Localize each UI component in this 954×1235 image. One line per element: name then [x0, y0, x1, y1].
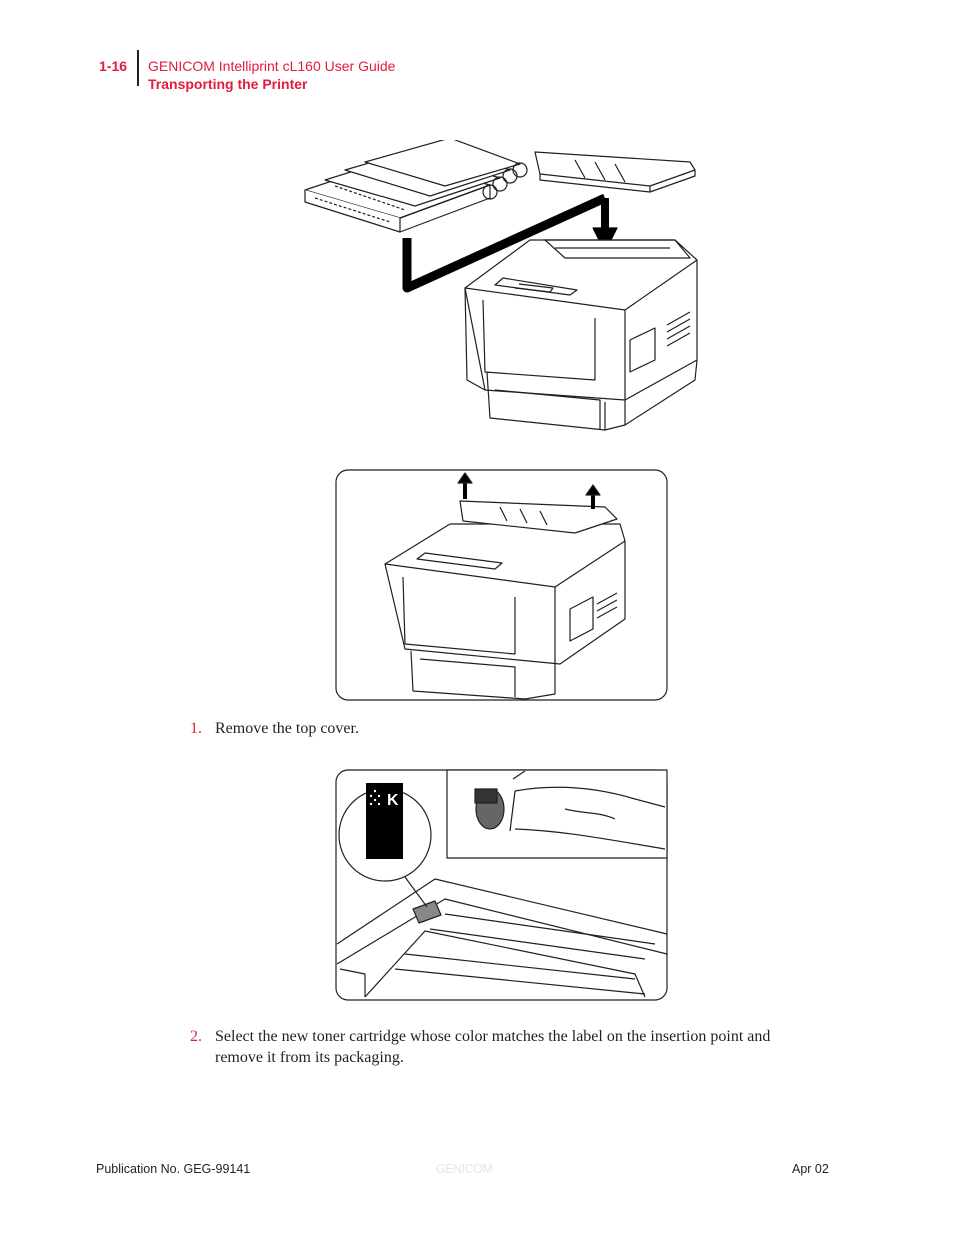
- printer-illustration: [464, 239, 698, 431]
- footer-watermark: GENICOM: [436, 1162, 493, 1176]
- step-2-text: Select the new toner cartridge whose col…: [215, 1028, 771, 1066]
- publication-number: Publication No. GEG-99141: [96, 1162, 251, 1176]
- step-1-number: 1.: [190, 720, 202, 737]
- step-1-text: Remove the top cover.: [215, 720, 359, 737]
- step-2-number: 2.: [190, 1028, 202, 1045]
- figure-printer-with-cartridges: [304, 140, 698, 431]
- figure-remove-top-cover: [335, 469, 668, 701]
- footer-date: Apr 02: [792, 1162, 829, 1176]
- section-title: Transporting the Printer: [148, 76, 308, 92]
- page-number: 1-16: [99, 58, 128, 74]
- guide-title: GENICOM Intelliprint cL160 User Guide: [148, 58, 396, 74]
- figure-toner-insertion-label: K: [335, 769, 668, 1001]
- top-cover-illustration: [534, 151, 696, 193]
- toner-label-letter: K: [387, 792, 399, 809]
- toner-cartridges-illustration: [304, 140, 528, 233]
- toner-label-black-swatch: [366, 783, 403, 859]
- header-divider: [137, 50, 139, 86]
